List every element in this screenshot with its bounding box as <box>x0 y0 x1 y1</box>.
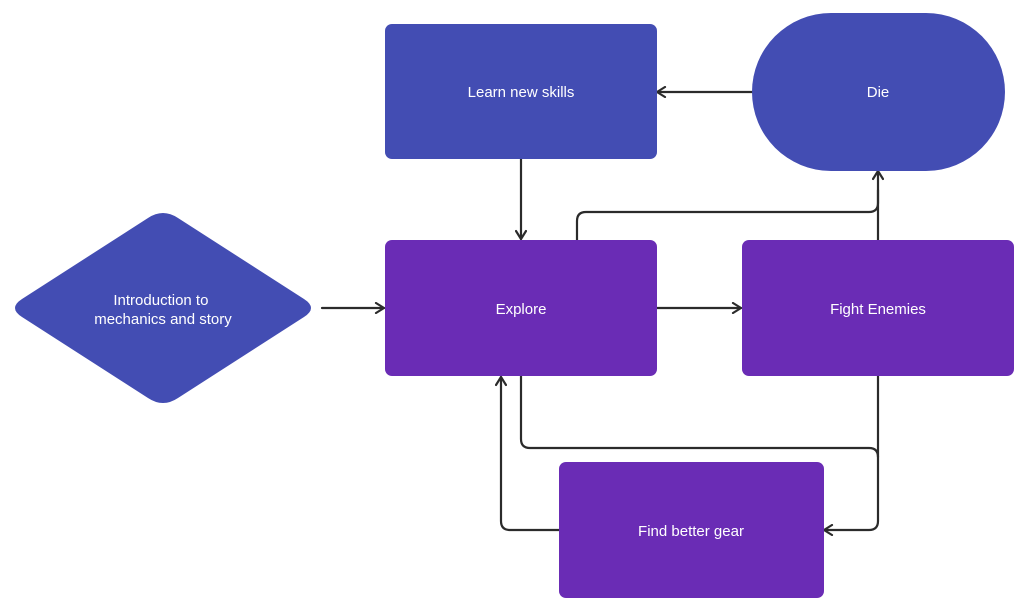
explore-label: Explore <box>496 301 547 318</box>
die-label: Die <box>867 84 890 101</box>
edge-gear-to-explore <box>501 375 561 532</box>
intro-diamond-shape <box>15 213 311 403</box>
node-die[interactable]: Die <box>752 13 1005 171</box>
intro-label-line-2: mechanics and story <box>94 311 232 328</box>
node-intro[interactable]: Introduction to mechanics and story <box>15 213 311 403</box>
fight-box-shape <box>742 240 1014 376</box>
die-terminal-shape <box>752 13 1005 171</box>
intro-label-line-1: Introduction to <box>113 292 208 309</box>
node-find-better-gear[interactable]: Find better gear <box>559 462 824 598</box>
learn-label: Learn new skills <box>468 84 575 101</box>
learn-box-shape <box>385 24 657 159</box>
connectors <box>320 92 880 532</box>
edge-explore-to-die <box>575 169 878 242</box>
gear-box-shape <box>559 462 824 598</box>
node-explore[interactable]: Explore <box>385 240 657 376</box>
fight-label: Fight Enemies <box>830 301 926 318</box>
edge-fight-to-gear <box>822 374 880 530</box>
intro-label: Introduction to mechanics and story <box>94 292 232 328</box>
gear-label: Find better gear <box>638 523 744 540</box>
explore-box-shape <box>385 240 657 376</box>
node-fight-enemies[interactable]: Fight Enemies <box>742 240 1014 376</box>
edge-explore-to-gear <box>519 374 880 459</box>
node-learn-new-skills[interactable]: Learn new skills <box>385 24 657 159</box>
